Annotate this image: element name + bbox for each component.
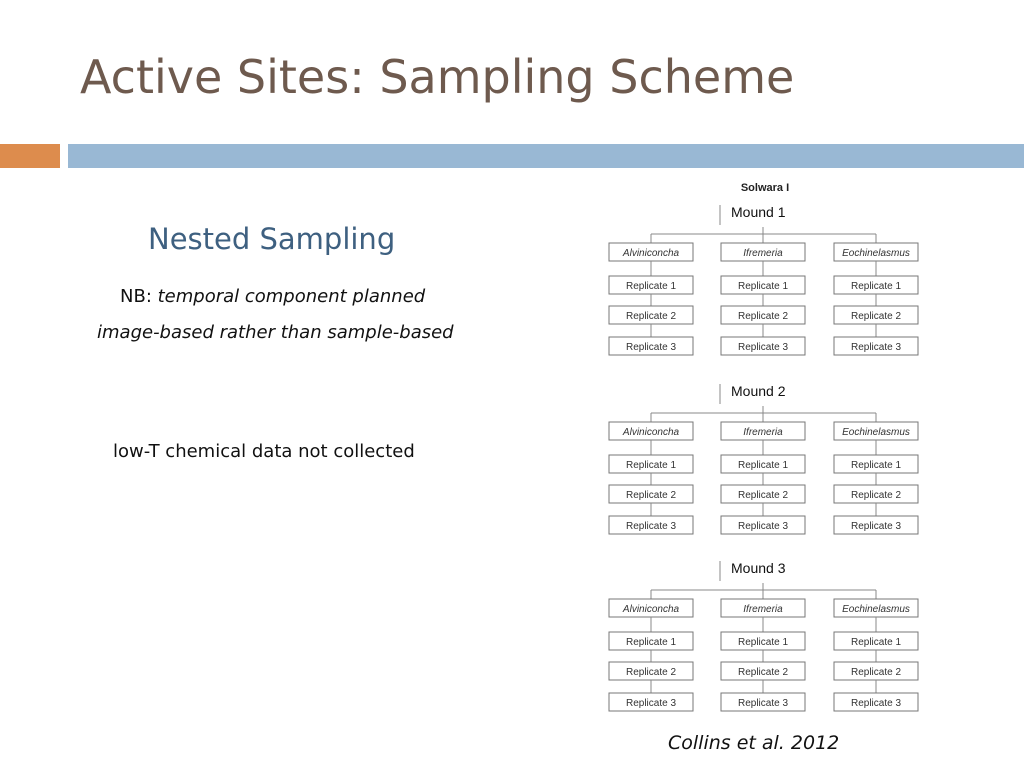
replicate-box: [720, 336, 806, 356]
note-temporal: NB: temporal component planned: [120, 286, 425, 307]
replicate-label: Replicate 2: [738, 667, 788, 678]
replicate-label: Replicate 3: [626, 698, 676, 709]
taxon-label: Eochinelasmus: [842, 248, 910, 259]
citation: Collins et al. 2012: [668, 732, 840, 754]
replicate-label: Replicate 3: [851, 521, 901, 532]
replicate-label: Replicate 3: [851, 342, 901, 353]
taxon-label: Alviniconcha: [622, 248, 680, 259]
replicate-box: [833, 515, 919, 535]
replicate-label: Replicate 3: [851, 698, 901, 709]
replicate-label: Replicate 3: [626, 342, 676, 353]
replicate-box: [833, 336, 919, 356]
taxon-label: Eochinelasmus: [842, 427, 910, 438]
replicate-label: Replicate 3: [738, 342, 788, 353]
site-label: Solwara I: [741, 182, 789, 194]
accent-bar-blue: [68, 144, 1024, 168]
note-prefix: NB:: [120, 286, 158, 307]
replicate-box: [720, 515, 806, 535]
mound-label: Mound 1: [731, 204, 786, 220]
replicate-label: Replicate 2: [851, 490, 901, 501]
taxon-label: Ifremeria: [743, 604, 783, 615]
replicate-label: Replicate 3: [738, 698, 788, 709]
taxon-label: Eochinelasmus: [842, 604, 910, 615]
replicate-label: Replicate 3: [626, 521, 676, 532]
note-chemical-data: low-T chemical data not collected: [113, 441, 415, 462]
replicate-label: Replicate 1: [851, 281, 901, 292]
replicate-label: Replicate 1: [851, 460, 901, 471]
note-image-based: image-based rather than sample-based: [97, 322, 454, 343]
replicate-label: Replicate 2: [626, 667, 676, 678]
taxon-label: Alviniconcha: [622, 427, 680, 438]
replicate-box: [833, 692, 919, 712]
taxon-label: Ifremeria: [743, 427, 783, 438]
taxon-label: Ifremeria: [743, 248, 783, 259]
taxon-label: Alviniconcha: [622, 604, 680, 615]
section-heading: Nested Sampling: [148, 222, 396, 256]
replicate-box: [720, 692, 806, 712]
replicate-box: [608, 515, 694, 535]
replicate-label: Replicate 2: [626, 490, 676, 501]
mound-label: Mound 3: [731, 560, 786, 576]
mound-label: Mound 2: [731, 383, 786, 399]
replicate-label: Replicate 1: [626, 281, 676, 292]
replicate-box: [608, 336, 694, 356]
replicate-label: Replicate 1: [738, 281, 788, 292]
slide-title: Active Sites: Sampling Scheme: [80, 50, 795, 104]
replicate-box: [608, 692, 694, 712]
note-temporal-text: temporal component planned: [157, 286, 426, 307]
replicate-label: Replicate 2: [851, 667, 901, 678]
replicate-label: Replicate 1: [626, 637, 676, 648]
replicate-label: Replicate 2: [738, 311, 788, 322]
replicate-label: Replicate 2: [851, 311, 901, 322]
replicate-label: Replicate 2: [738, 490, 788, 501]
replicate-label: Replicate 1: [626, 460, 676, 471]
replicate-label: Replicate 1: [851, 637, 901, 648]
replicate-label: Replicate 3: [738, 521, 788, 532]
replicate-label: Replicate 1: [738, 637, 788, 648]
accent-bar-orange: [0, 144, 60, 168]
replicate-label: Replicate 1: [738, 460, 788, 471]
replicate-label: Replicate 2: [626, 311, 676, 322]
